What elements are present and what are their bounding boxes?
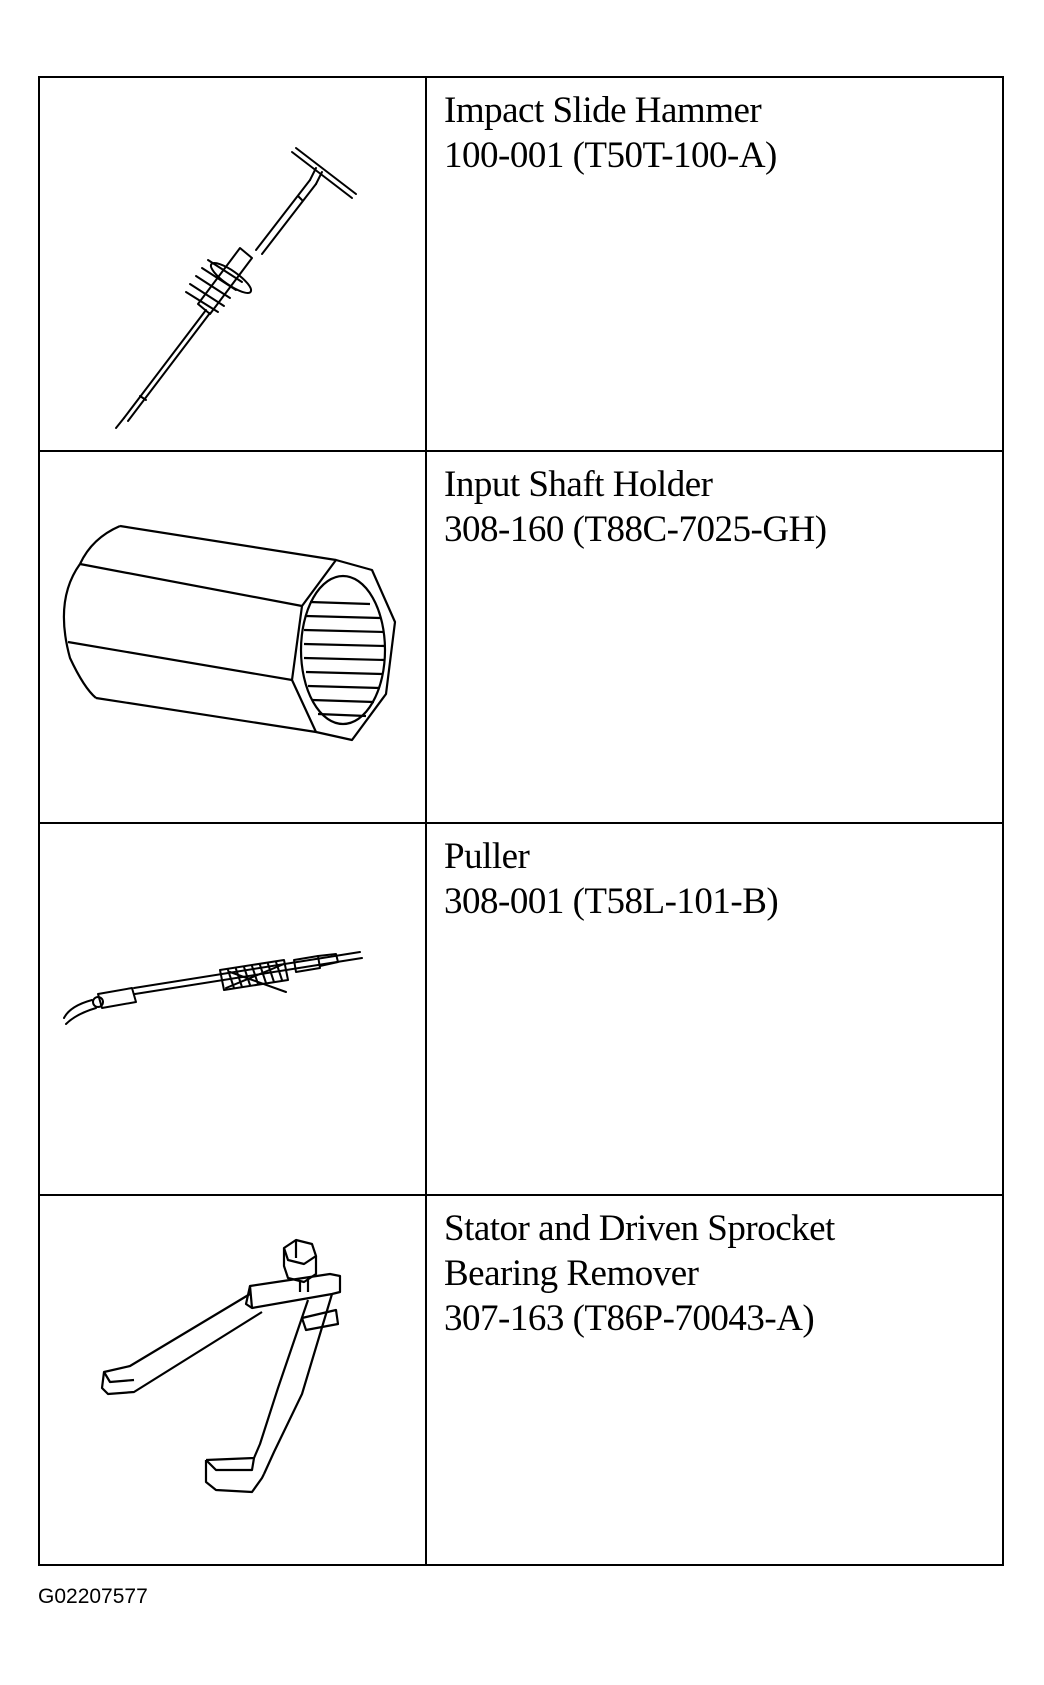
tool-description: Input Shaft Holder 308-160 (T88C-7025-GH… [444,462,994,552]
tool-name: Input Shaft Holder [444,464,713,505]
tool-name-line-1: Stator and Driven Sprocket [444,1208,835,1249]
tool-image-cell [40,1196,427,1566]
tool-row-slide-hammer: Impact Slide Hammer 100-001 (T50T-100-A) [40,78,1002,450]
tool-name-line-2: Bearing Remover [444,1253,699,1294]
puller-icon [63,951,363,1025]
tool-row-puller: Puller 308-001 (T58L-101-B) [40,822,1002,1194]
tool-row-input-shaft-holder: Input Shaft Holder 308-160 (T88C-7025-GH… [40,450,1002,822]
tool-description: Puller 308-001 (T58L-101-B) [444,834,994,924]
tool-description: Impact Slide Hammer 100-001 (T50T-100-A) [444,88,994,178]
bearing-remover-icon [100,1238,342,1494]
tool-row-bearing-remover: Stator and Driven Sprocket Bearing Remov… [40,1194,1002,1566]
tool-part-number: 308-160 (T88C-7025-GH) [444,509,827,550]
tool-part-number: 100-001 (T50T-100-A) [444,135,777,176]
tool-part-number: 307-163 (T86P-70043-A) [444,1298,815,1339]
tool-image-cell [40,824,427,1194]
tool-name: Puller [444,836,530,877]
slide-hammer-icon [115,147,357,429]
figure-id: G02207577 [38,1585,148,1608]
special-tools-table: Impact Slide Hammer 100-001 (T50T-100-A) [38,76,1004,1566]
tool-description: Stator and Driven Sprocket Bearing Remov… [444,1206,994,1341]
tool-name: Impact Slide Hammer [444,90,762,131]
tool-image-cell [40,78,427,450]
tool-image-cell [40,452,427,822]
hex-shaft-holder-icon [62,524,397,742]
tool-part-number: 308-001 (T58L-101-B) [444,881,779,922]
